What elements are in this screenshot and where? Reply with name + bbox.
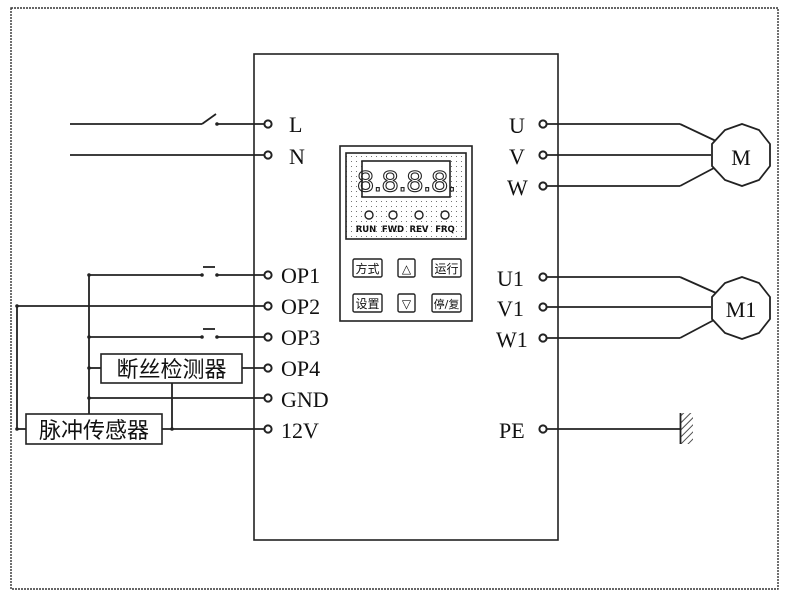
led-display: 8.8.8.8. bbox=[357, 165, 456, 198]
terminal-label-V: V bbox=[509, 144, 525, 169]
terminal-PE[interactable]: PE bbox=[499, 418, 548, 443]
indicator-label-fwd: FWD bbox=[382, 225, 404, 235]
terminal-L[interactable]: L bbox=[263, 112, 302, 137]
mode-button-label: 方式 bbox=[355, 261, 379, 276]
run-button[interactable]: 运行 bbox=[431, 258, 462, 278]
terminal-U1[interactable]: U1 bbox=[497, 266, 548, 291]
pulse-sensor: 脉冲传感器 bbox=[25, 413, 163, 445]
motor-label-M1: M1 bbox=[726, 297, 757, 322]
led-display-window bbox=[361, 160, 451, 198]
inverter-body bbox=[253, 53, 559, 541]
terminal-OP3[interactable]: OP3 bbox=[263, 325, 320, 350]
indicator-label-frq: FRQ bbox=[435, 225, 455, 235]
outer-frame bbox=[10, 7, 779, 590]
run-button-label: 运行 bbox=[434, 262, 458, 276]
terminal-label-OP1: OP1 bbox=[281, 263, 320, 288]
terminal-label-U1: U1 bbox=[497, 266, 524, 291]
set-button[interactable]: 设置 bbox=[352, 293, 383, 313]
terminal-W1[interactable]: W1 bbox=[496, 327, 548, 352]
down-button[interactable]: ▽ bbox=[397, 293, 416, 313]
terminal-V1[interactable]: V1 bbox=[497, 296, 548, 321]
terminal-label-PE: PE bbox=[499, 418, 525, 443]
terminal-label-12V: 12V bbox=[281, 418, 319, 443]
set-button-label: 设置 bbox=[355, 297, 379, 311]
terminal-label-N: N bbox=[289, 144, 305, 169]
motor-M1: M1 bbox=[711, 276, 771, 340]
terminal-N[interactable]: N bbox=[263, 144, 305, 169]
terminal-OP2[interactable]: OP2 bbox=[263, 294, 320, 319]
ground-icon bbox=[679, 413, 693, 444]
terminal-U[interactable]: U bbox=[509, 113, 548, 138]
terminal-GND[interactable]: GND bbox=[263, 387, 329, 412]
terminal-OP1[interactable]: OP1 bbox=[263, 263, 320, 288]
mode-button[interactable]: 方式 bbox=[352, 258, 383, 278]
up-button[interactable]: △ bbox=[397, 258, 416, 278]
terminal-label-OP3: OP3 bbox=[281, 325, 320, 350]
up-arrow-icon: △ bbox=[402, 262, 412, 276]
stop-reset-button[interactable]: 停/复 bbox=[431, 293, 462, 313]
terminal-label-OP4: OP4 bbox=[281, 356, 320, 381]
motor-label-M: M bbox=[731, 145, 751, 170]
terminal-label-W: W bbox=[507, 175, 528, 200]
terminal-label-L: L bbox=[289, 112, 302, 137]
indicator-RUN: RUN bbox=[356, 210, 377, 235]
terminal-V[interactable]: V bbox=[509, 144, 548, 169]
indicator-FWD: FWD bbox=[382, 210, 404, 235]
terminal-label-GND: GND bbox=[281, 387, 329, 412]
terminal-label-OP2: OP2 bbox=[281, 294, 320, 319]
terminal-12V[interactable]: 12V bbox=[263, 418, 319, 443]
terminal-label-V1: V1 bbox=[497, 296, 524, 321]
terminal-W[interactable]: W bbox=[507, 175, 548, 200]
power-input bbox=[70, 113, 268, 156]
indicator-label-run: RUN bbox=[356, 225, 377, 235]
down-arrow-icon: ▽ bbox=[402, 297, 412, 311]
indicator-FRQ: FRQ bbox=[435, 210, 455, 235]
break-detector-label: 断丝检测器 bbox=[116, 358, 226, 383]
indicator-label-rev: REV bbox=[410, 225, 429, 235]
stop-reset-button-label: 停/复 bbox=[434, 297, 460, 311]
motor-wiring bbox=[543, 123, 717, 430]
control-panel: 8.8.8.8. RUN FWD REV FRQ 方式 △ 运行 bbox=[339, 145, 473, 322]
control-wiring bbox=[15, 266, 268, 431]
terminal-label-W1: W1 bbox=[496, 327, 528, 352]
motor-M: M bbox=[711, 123, 771, 187]
pulse-sensor-label: 脉冲传感器 bbox=[39, 419, 149, 444]
break-detector: 断丝检测器 bbox=[100, 353, 243, 384]
indicator-REV: REV bbox=[410, 210, 429, 235]
terminal-label-U: U bbox=[509, 113, 525, 138]
terminal-OP4[interactable]: OP4 bbox=[263, 356, 320, 381]
